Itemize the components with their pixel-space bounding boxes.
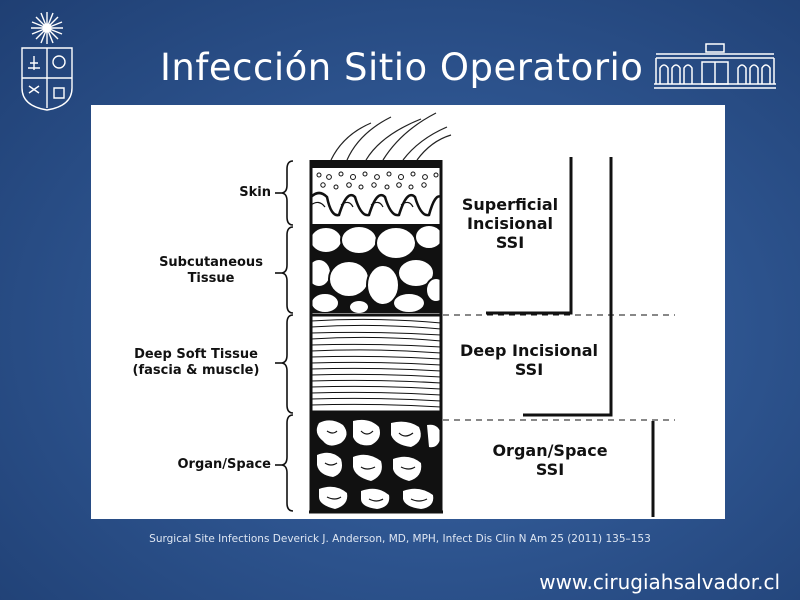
layer-label-subcutaneous: Subcutaneous Tissue — [159, 255, 263, 286]
ssi-diagram-panel: Skin Subcutaneous Tissue Deep Soft Tissu… — [91, 105, 725, 519]
ssi-region-lines — [486, 157, 655, 517]
ssi-dashed-lines — [443, 314, 675, 421]
slide-title: Infección Sitio Operatorio — [160, 46, 644, 89]
layer-brackets — [275, 160, 294, 512]
deep-soft-tissue-layer — [311, 313, 441, 414]
ssi-label-organ-space: Organ/Space SSI — [492, 441, 608, 479]
website-url: www.cirugiahsalvador.cl — [539, 570, 780, 594]
layer-label-organ-space: Organ/Space — [177, 457, 271, 472]
organ-space-layer — [311, 413, 441, 512]
ssi-label-deep-incisional: Deep Incisional SSI — [460, 341, 598, 379]
ssi-label-superficial-incisional: Superficial Incisional SSI — [461, 195, 559, 252]
layer-label-skin: Skin — [239, 185, 271, 200]
subcutaneous-layer — [311, 224, 441, 315]
university-crest-logo — [14, 8, 80, 112]
layer-label-deep-soft-tissue: Deep Soft Tissue (fascia & muscle) — [132, 347, 260, 378]
hospital-building-logo — [652, 40, 778, 92]
ssi-diagram — [275, 112, 675, 517]
tissue-column-border — [309, 160, 443, 514]
citation-text: Surgical Site Infections Deverick J. And… — [149, 533, 651, 545]
skin-hairs — [330, 112, 452, 161]
skin-layer — [311, 160, 441, 226]
